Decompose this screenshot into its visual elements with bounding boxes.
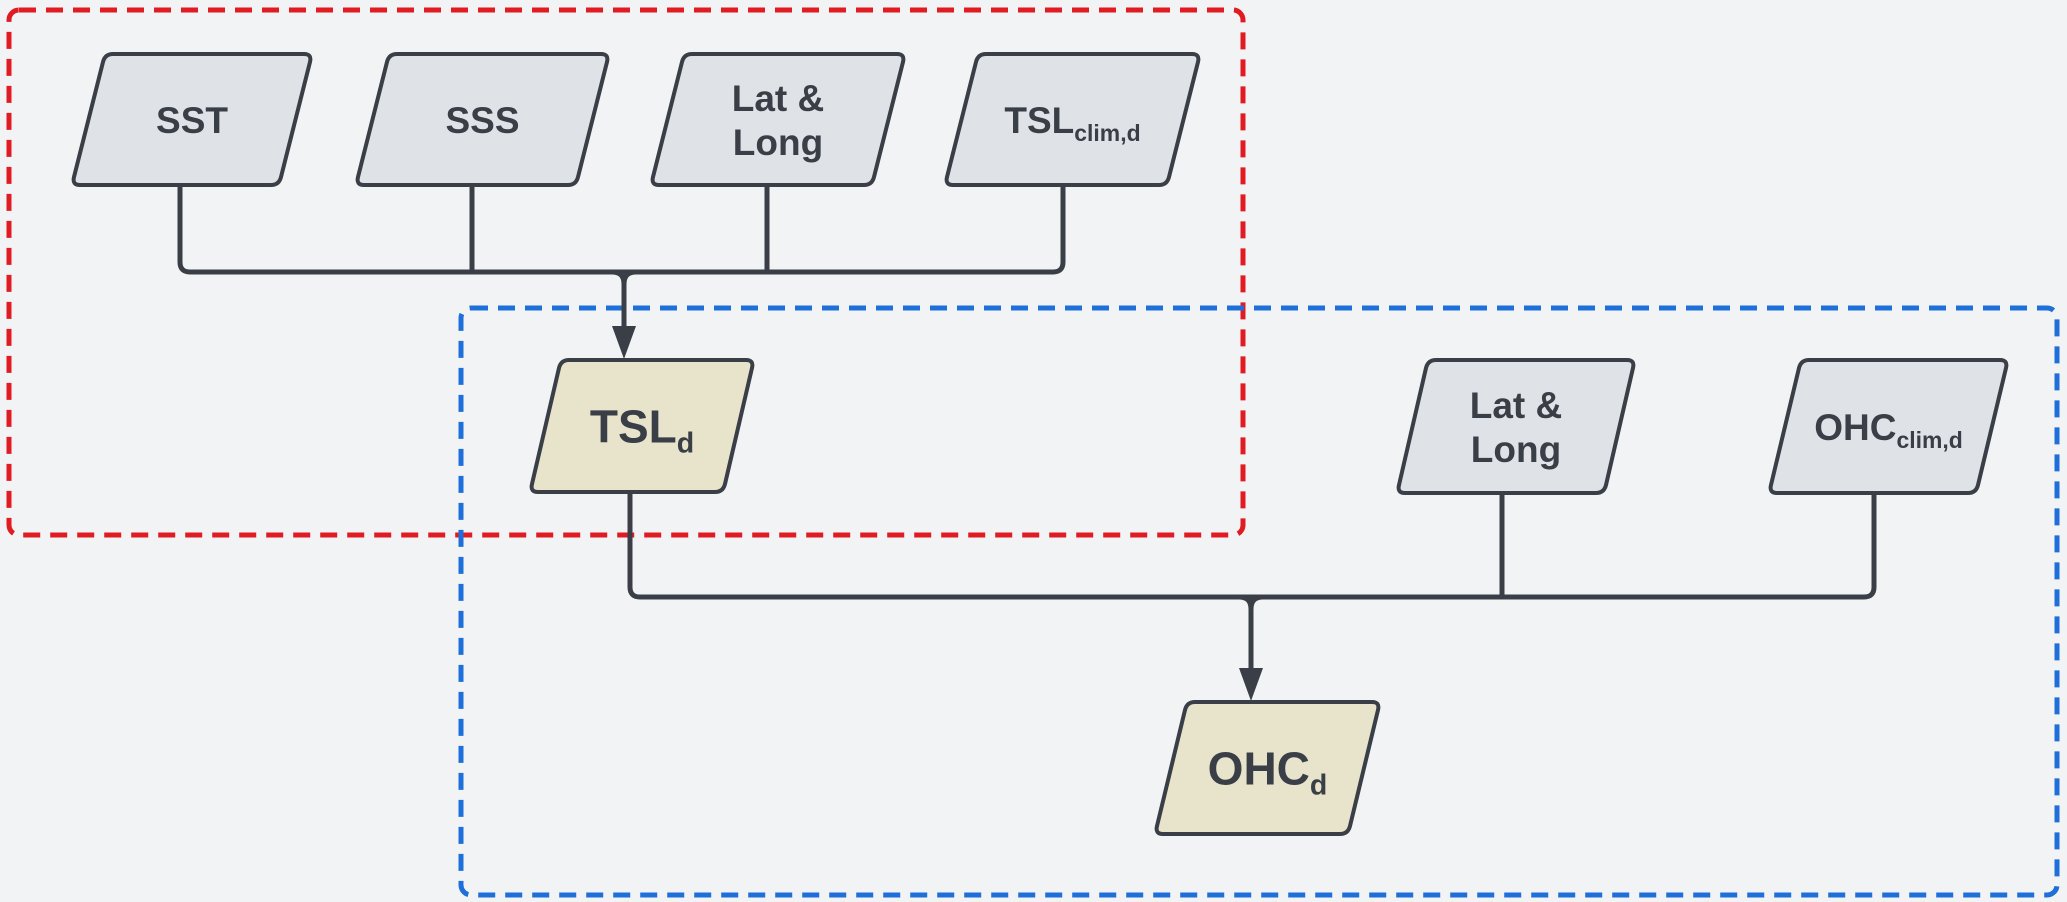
label-subscript: d: [1310, 770, 1327, 802]
parallelogram-shape: [1396, 358, 1636, 495]
connector-to-tsld: [177, 185, 1066, 359]
node-ohcd[interactable]: OHCd: [1154, 700, 1381, 836]
node-label: TSLclim,d: [1004, 100, 1140, 146]
parallelogram-shape: [71, 52, 313, 187]
node-tslclim[interactable]: TSLclim,d: [944, 52, 1201, 187]
connector-to-ohcd: [627, 492, 1877, 701]
connector-from-tsld: [627, 492, 641, 600]
node-label: OHCd: [1208, 743, 1328, 802]
parallelogram-shape: [650, 52, 906, 187]
node-label: SST: [156, 100, 228, 141]
label-main: Long: [1471, 429, 1561, 470]
label-main: TSL: [1004, 100, 1074, 141]
label-subscript: clim,d: [1074, 120, 1140, 146]
parallelogram-shape: [355, 52, 610, 187]
node-latlong2[interactable]: Lat &Long: [1396, 358, 1636, 495]
node-label: OHCclim,d: [1814, 407, 1963, 453]
connector-from-ohcclim: [1863, 493, 1877, 600]
node-label: Lat &: [732, 78, 825, 119]
node-latlong1[interactable]: Lat &Long: [650, 52, 906, 187]
blue-group-boundary: [458, 305, 2060, 898]
connector-from-sst: [177, 185, 191, 275]
node-label: SSS: [445, 100, 519, 141]
arrowhead-icon: [612, 326, 636, 359]
parallelogram-shape: [944, 52, 1201, 187]
label-main: Lat &: [732, 78, 825, 119]
node-ohcclim[interactable]: OHCclim,d: [1768, 358, 2009, 495]
connector-from-tslclim: [1052, 185, 1066, 275]
label-main: OHC: [1208, 743, 1310, 795]
label-main: Long: [733, 122, 823, 163]
node-label: TSLd: [590, 401, 694, 460]
label-main: TSL: [590, 401, 677, 453]
label-subscript: clim,d: [1896, 427, 1962, 453]
node-tsld[interactable]: TSLd: [529, 358, 755, 494]
node-sst[interactable]: SST: [71, 52, 313, 187]
node-sss[interactable]: SSS: [355, 52, 610, 187]
parallelogram-shape: [1154, 700, 1381, 836]
node-label: Long: [1471, 429, 1561, 470]
arrowhead-icon: [1239, 668, 1263, 701]
label-main: OHC: [1814, 407, 1896, 448]
label-subscript: d: [677, 428, 694, 460]
node-label: Long: [733, 122, 823, 163]
red-group-boundary: [6, 7, 1246, 538]
node-label: Lat &: [1470, 385, 1563, 426]
parallelogram-shape: [1768, 358, 2009, 495]
label-main: SSS: [445, 100, 519, 141]
parallelogram-shape: [529, 358, 755, 494]
label-main: SST: [156, 100, 228, 141]
label-main: Lat &: [1470, 385, 1563, 426]
